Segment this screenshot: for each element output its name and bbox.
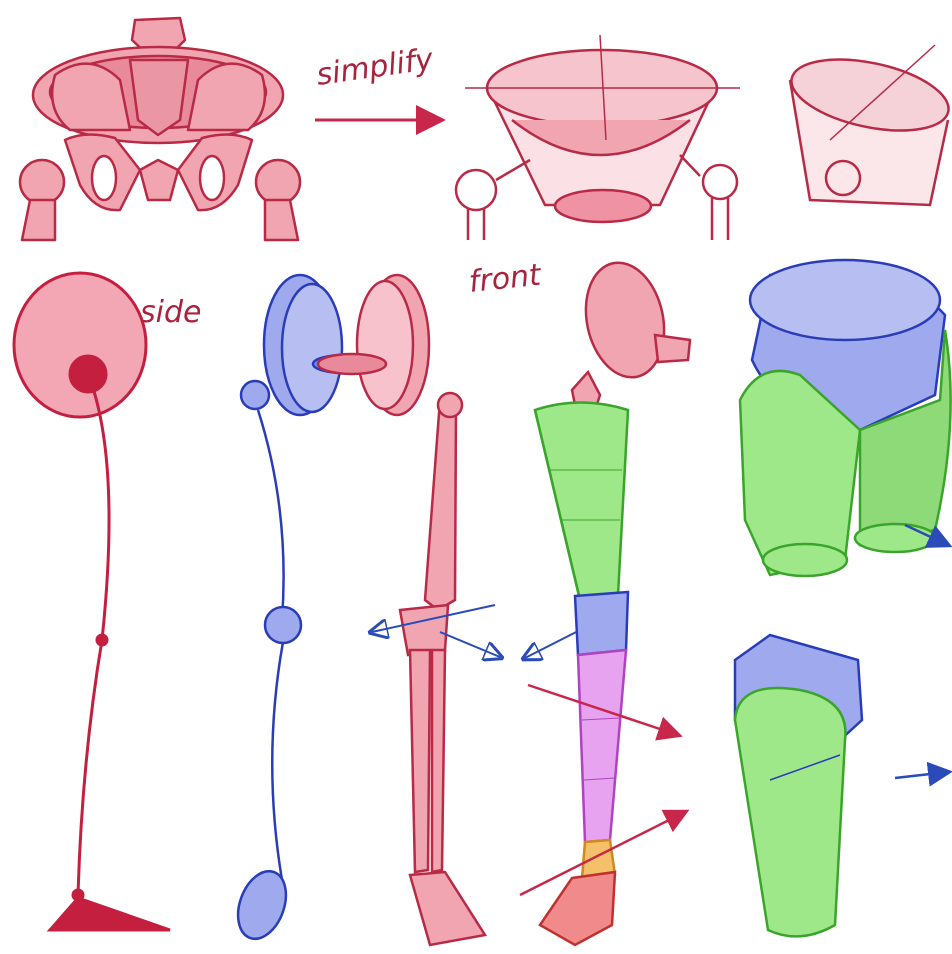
simplified-pelvis-bowl — [456, 35, 740, 240]
pelvis-skeleton-sketch — [20, 18, 300, 240]
pelvis-cylinder-perspective — [785, 45, 952, 205]
thigh-3d-block-bottom — [735, 635, 948, 936]
front-label: front — [467, 257, 544, 299]
hips-3d-block-top — [740, 260, 951, 576]
segmented-leg-model — [535, 255, 690, 945]
side-label: side — [140, 295, 201, 330]
simplify-label: simplify — [314, 42, 436, 93]
side-view-leg-diagram — [14, 273, 170, 930]
blue-leg-skeleton — [229, 275, 377, 945]
pink-leg-skeleton — [318, 275, 485, 945]
